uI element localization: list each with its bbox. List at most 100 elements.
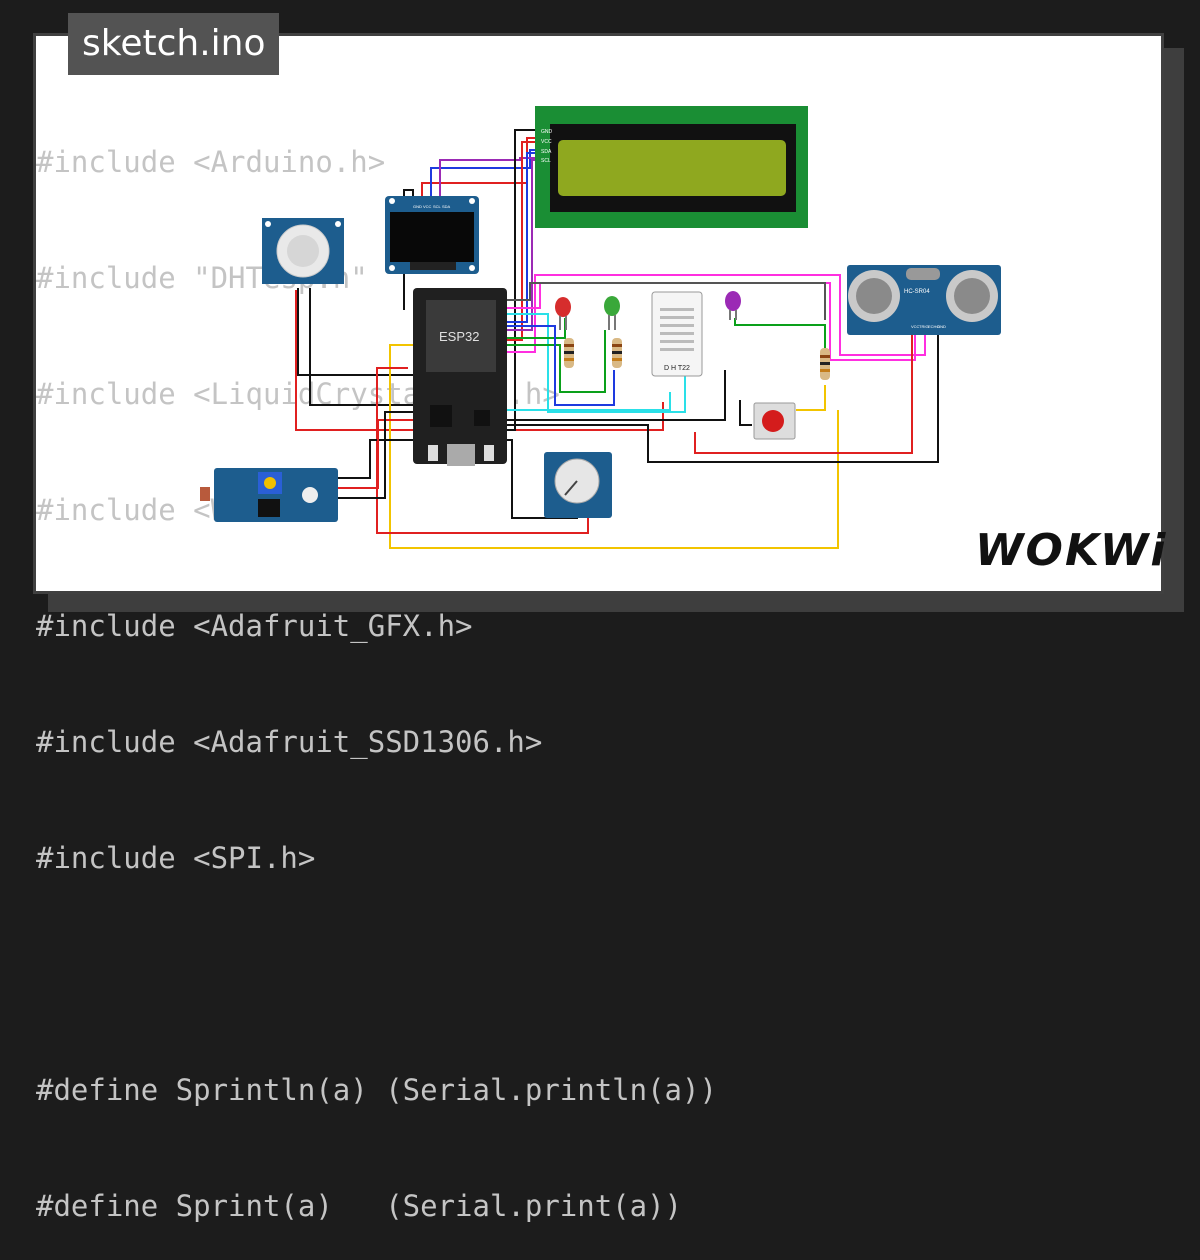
lcd-display[interactable]: GND VCC SDA SCL	[535, 106, 808, 228]
wire	[297, 288, 415, 376]
code-line: #include <Arduino.h>	[36, 145, 386, 179]
wire	[439, 157, 538, 198]
crystal	[906, 268, 940, 280]
wire	[506, 152, 538, 323]
wire	[389, 344, 839, 549]
mount-hole	[469, 265, 475, 271]
mount-hole	[265, 221, 271, 227]
wire	[338, 419, 413, 489]
light-sensor-module[interactable]	[200, 468, 338, 522]
mount-hole	[389, 198, 395, 204]
dht22-sensor[interactable]: D H T22	[651, 291, 703, 377]
code-line: #define Sprint(a) (Serial.print(a))	[36, 1189, 683, 1223]
lcd-screen	[558, 140, 786, 196]
esp32-module	[426, 300, 496, 372]
lcd-pin-label: GND	[541, 129, 553, 135]
oled-pin-label: SCL	[433, 204, 442, 209]
wire	[338, 439, 413, 479]
resistor-band	[612, 351, 622, 354]
wire	[505, 330, 606, 393]
ldr-chip	[258, 499, 280, 517]
resistor-band	[564, 351, 574, 354]
oled-pin-label: SDA	[442, 204, 451, 209]
pir-sensor[interactable]	[262, 218, 344, 284]
boot-button	[428, 445, 438, 461]
ldr-led	[302, 487, 318, 503]
resistor-band	[564, 344, 574, 347]
file-tab[interactable]: sketch.ino	[68, 13, 280, 75]
lcd-pin-label: VCC	[541, 139, 552, 145]
resistor-band	[820, 355, 830, 358]
led-purple[interactable]	[725, 291, 741, 320]
oled-screen	[390, 212, 474, 262]
wire	[505, 332, 939, 463]
code-line: #define Sprintln(a) (Serial.println(a))	[36, 1073, 717, 1107]
code-line	[36, 950, 717, 998]
resistor-band	[820, 362, 830, 365]
dht-grille	[660, 308, 694, 351]
wire	[734, 318, 826, 348]
esp32-label: ESP32	[439, 329, 479, 344]
esp32-chip	[474, 410, 490, 426]
ultrasonic-pin-label: GND	[937, 324, 946, 329]
pushbutton[interactable]	[753, 402, 796, 440]
wire	[430, 149, 538, 198]
potentiometer[interactable]	[544, 452, 612, 518]
code-line: #include <SPI.h>	[36, 841, 316, 875]
ultrasonic-pin-label: TRIG	[919, 324, 929, 329]
oled-pin-label: VCC	[423, 204, 432, 209]
wokwi-logo: WOKWi	[975, 525, 1168, 576]
lcd-pin-label: SCL	[541, 158, 551, 164]
mount-hole	[389, 265, 395, 271]
ultrasonic-sensor[interactable]: HC-SR04 VCC TRIG ECHO GND	[847, 265, 1001, 335]
resistor-band	[564, 358, 574, 361]
wire	[739, 400, 752, 426]
photoresistor	[200, 487, 210, 501]
led-dome	[604, 296, 620, 316]
wire	[338, 411, 413, 499]
reset-button	[484, 445, 494, 461]
wire	[694, 332, 913, 454]
wire	[505, 325, 615, 406]
circuit-diagram: GND VCC SDA SCL GND VCC SCL SDA ESP32	[200, 106, 1001, 549]
resistor-band	[612, 358, 622, 361]
esp32-board[interactable]: ESP32	[413, 288, 507, 466]
wires	[295, 129, 939, 549]
wire	[309, 288, 413, 406]
ultrasonic-label: HC-SR04	[904, 289, 930, 295]
wire	[796, 385, 826, 411]
ultrasonic-pin-label: ECHO	[928, 324, 940, 329]
oled-pin-label: GND	[413, 204, 422, 209]
wire	[505, 274, 926, 356]
resistor[interactable]	[820, 348, 830, 380]
usb-port	[447, 444, 475, 466]
resistor-band	[612, 344, 622, 347]
ultrasonic-pin-label: VCC	[911, 324, 920, 329]
esp32-chip	[430, 405, 452, 427]
transducer-mesh	[856, 278, 892, 314]
wire	[505, 282, 916, 361]
transducer-mesh	[954, 278, 990, 314]
lcd-pin-label: SDA	[541, 149, 552, 155]
pot-indicator	[564, 480, 578, 496]
pir-lens	[287, 235, 319, 267]
wire	[505, 129, 538, 431]
button-cap	[762, 410, 784, 432]
led-green[interactable]	[604, 296, 620, 330]
wire	[505, 370, 726, 421]
mount-hole	[335, 221, 341, 227]
led-dome	[555, 297, 571, 317]
wire	[376, 367, 589, 534]
resistor[interactable]	[564, 338, 574, 368]
wire	[505, 392, 671, 411]
oled-ribbon	[410, 262, 456, 270]
dht-label: D H T22	[664, 365, 690, 372]
wire	[505, 439, 578, 519]
oled-display[interactable]: GND VCC SCL SDA	[385, 196, 479, 274]
led-red[interactable]	[555, 297, 571, 330]
ldr-board	[214, 468, 338, 522]
code-line: #include <Adafruit_SSD1306.h>	[36, 725, 543, 759]
resistor-band	[820, 369, 830, 372]
resistor[interactable]	[612, 338, 622, 368]
wire	[506, 141, 538, 341]
